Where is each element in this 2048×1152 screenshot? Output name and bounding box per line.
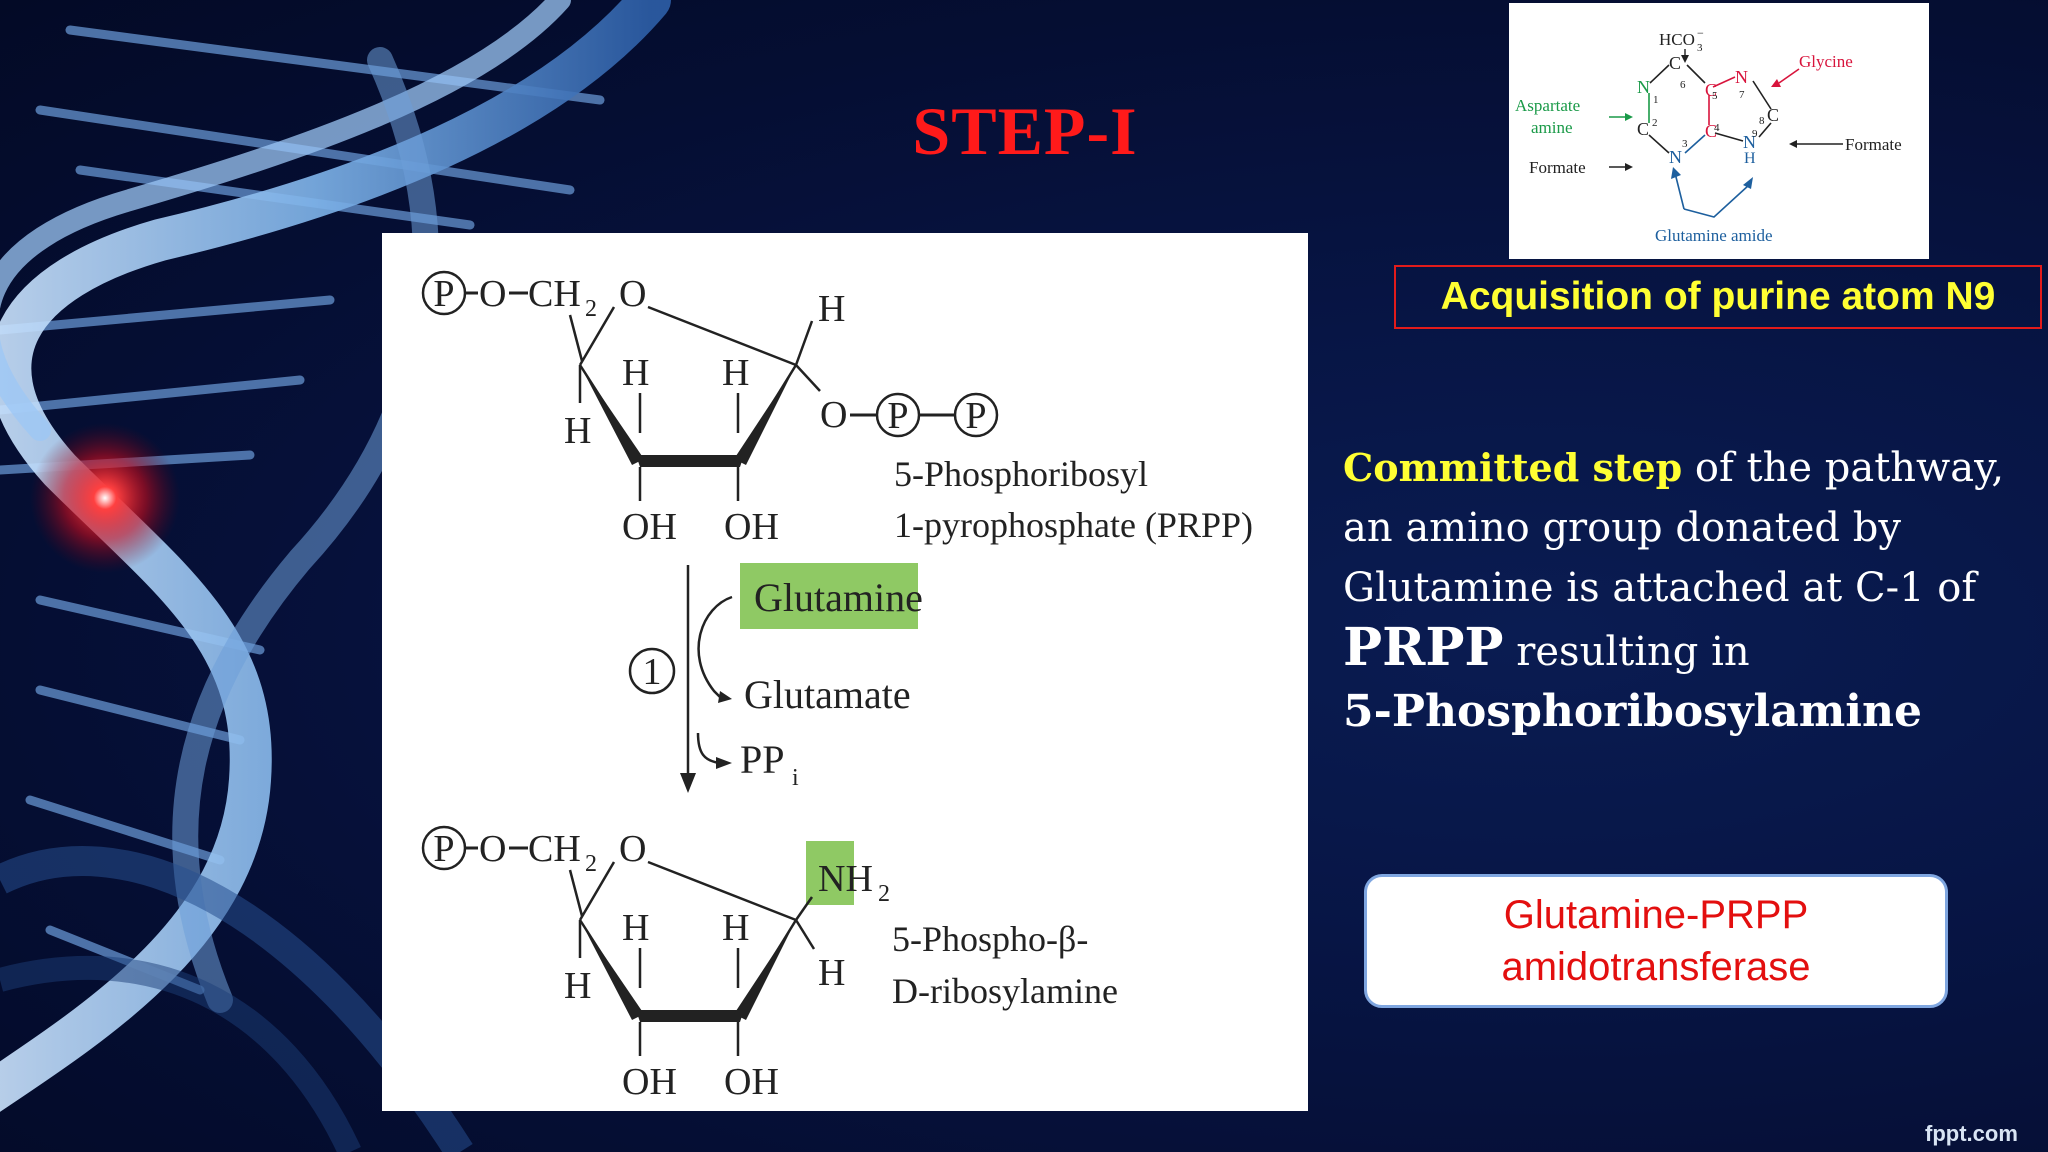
red-glow-decoration <box>30 423 180 573</box>
committed-step-highlight: Committed step <box>1343 445 1683 490</box>
enzyme-line1: Glutamine-PRPP <box>1503 893 1809 937</box>
product-emphasis: 5-Phosphoribosylamine <box>1343 686 1923 737</box>
ring-number-6: 6 <box>1680 79 1686 91</box>
ring-number-1: 1 <box>1653 94 1659 106</box>
product-name-line2: D-ribosylamine <box>892 971 1118 1011</box>
bicarbonate-charge: − <box>1697 26 1704 40</box>
ch2-subscript: 2 <box>585 296 597 322</box>
hydrogen-label: H <box>622 907 649 949</box>
ring-oxygen-label: O <box>619 828 646 870</box>
description-line3: Glutamine is attached at C-1 of <box>1343 565 1977 611</box>
hydrogen-label: H <box>722 907 749 949</box>
description-line1-rest: of the pathway, <box>1682 445 2005 491</box>
description-line4: PRPP resulting in <box>1343 618 2033 682</box>
hydrogen-label: H <box>818 952 845 994</box>
ring-number-2: 2 <box>1652 117 1658 129</box>
atom-n1: N <box>1637 77 1650 97</box>
step-number-label: 1 <box>643 651 662 693</box>
hydrogen-label: H <box>622 352 649 394</box>
ch2-label: CH <box>528 273 581 315</box>
reaction-diagram-panel: P O CH 2 O H H H <box>382 233 1308 1111</box>
nh2-label: NH <box>818 858 873 900</box>
product-structure: P O CH 2 O H H H <box>421 825 1118 1103</box>
oxygen-label: O <box>820 394 847 436</box>
description-text: Committed step of the pathway, an amino … <box>1343 438 2033 742</box>
aspartate-label-line2: amine <box>1531 118 1573 137</box>
product-name-line1: 5-Phospho-β- <box>892 919 1088 959</box>
bicarbonate-label: HCO <box>1659 30 1695 49</box>
atom-c8: C <box>1767 105 1779 125</box>
atom-n3: N <box>1669 147 1682 167</box>
hydroxyl-label: OH <box>622 1061 677 1103</box>
atom-c6: C <box>1669 53 1681 73</box>
glutamine-amide-label: Glutamine amide <box>1655 226 1773 245</box>
prpp-name-line2: 1-pyrophosphate (PRPP) <box>894 505 1253 545</box>
ch2-label: CH <box>528 828 581 870</box>
hydroxyl-label: OH <box>724 1061 779 1103</box>
acquisition-label-box: Acquisition of purine atom N9 <box>1394 265 2042 329</box>
hydroxyl-label: OH <box>724 506 779 548</box>
nh2-subscript: 2 <box>878 881 890 907</box>
prpp-emphasis: PRPP <box>1343 617 1504 678</box>
atom-n9: N <box>1743 132 1756 152</box>
acquisition-label: Acquisition of purine atom N9 <box>1440 275 1996 318</box>
ring-oxygen-label: O <box>619 273 646 315</box>
phosphate-label: P <box>887 395 908 437</box>
enzyme-label-box: Glutamine-PRPP amidotransferase <box>1364 874 1948 1008</box>
aspartate-label-line1: Aspartate <box>1515 96 1580 115</box>
glutamate-label: Glutamate <box>744 672 911 717</box>
ring-number-9: 9 <box>1752 128 1758 140</box>
glutamine-label: Glutamine <box>754 575 923 620</box>
formate-label-left: Formate <box>1529 158 1586 177</box>
bicarbonate-subscript: 3 <box>1697 42 1703 54</box>
atom-c4: C <box>1705 121 1717 141</box>
phosphate-label: P <box>433 828 454 870</box>
glutamine-highlight <box>740 563 918 629</box>
atom-c2: C <box>1637 119 1649 139</box>
nh2-highlight <box>806 841 854 905</box>
prpp-name-line1: 5-Phosphoribosyl <box>894 454 1148 494</box>
ppi-subscript: i <box>792 765 799 791</box>
ppi-label: PP <box>740 737 785 782</box>
purine-origin-panel: C N C N C C N C N H 6 1 2 3 4 5 7 8 9 HC… <box>1509 3 1929 259</box>
description-line1: Committed step of the pathway, <box>1343 438 2033 498</box>
hydroxyl-label: OH <box>622 506 677 548</box>
ring-number-5: 5 <box>1712 90 1718 102</box>
atom-c5: C <box>1705 80 1717 100</box>
prpp-structure: P O CH 2 O H H H <box>421 270 1253 548</box>
atom-n7: N <box>1735 67 1748 87</box>
phosphate-label: P <box>433 273 454 315</box>
ring-number-8: 8 <box>1759 115 1765 127</box>
oxygen-label: O <box>479 828 506 870</box>
hydrogen-label: H <box>564 965 591 1007</box>
description-line2: an amino group donated by <box>1343 505 1901 551</box>
phosphate-label: P <box>965 395 986 437</box>
hydrogen-label: H <box>818 288 845 330</box>
slide-title: STEP-I <box>912 93 1138 169</box>
atom-h9: H <box>1744 150 1756 167</box>
ring-number-4: 4 <box>1714 122 1720 134</box>
oxygen-label: O <box>479 273 506 315</box>
hydrogen-label: H <box>564 410 591 452</box>
credit-text: fppt.com <box>1925 1121 2018 1146</box>
reaction-arrow: 1 Glutamine Glutamate PP i <box>628 563 923 793</box>
ring-number-7: 7 <box>1739 89 1745 101</box>
enzyme-line2: amidotransferase <box>1501 945 1811 989</box>
glycine-label: Glycine <box>1799 52 1853 71</box>
ring-number-3: 3 <box>1682 138 1688 150</box>
formate-label-right: Formate <box>1845 135 1902 154</box>
hydrogen-label: H <box>722 352 749 394</box>
description-line4-rest: resulting in <box>1503 629 1750 675</box>
ch2-subscript: 2 <box>585 851 597 877</box>
